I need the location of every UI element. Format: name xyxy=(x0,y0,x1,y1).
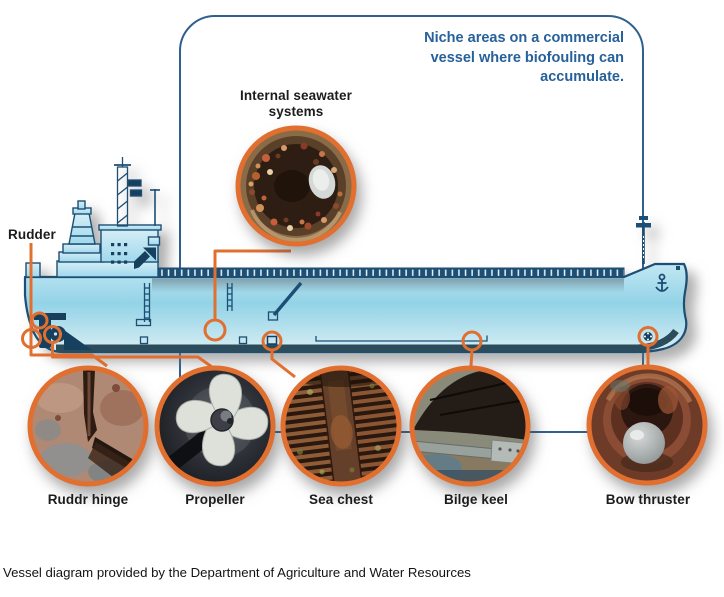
superstructure xyxy=(25,200,162,278)
callout-connectors xyxy=(21,243,659,379)
label-rudder: Rudder xyxy=(8,227,56,242)
title-callout-text: Niche areas on a commercial vessel where… xyxy=(424,30,624,85)
bow-thruster-tunnel-icon xyxy=(643,332,653,341)
sea-chest-grate-icon xyxy=(266,335,278,345)
internal-seawater-marker xyxy=(203,318,227,342)
vessel-illustration xyxy=(23,157,688,354)
rudder-top-marker xyxy=(30,311,49,330)
inset-photo-propeller xyxy=(154,365,276,487)
propeller-marker xyxy=(43,325,62,344)
seawater-connector xyxy=(213,249,291,320)
deck-railing xyxy=(151,267,625,278)
label-bilge-keel: Bilge keel xyxy=(443,492,509,507)
rudder-hinge-marker xyxy=(21,328,42,349)
label-internal-seawater-systems: Internal seawater systems xyxy=(239,88,352,119)
funnel xyxy=(68,212,96,245)
radar-mast xyxy=(114,157,143,227)
bilge-keel-marker xyxy=(461,330,483,352)
rudder-connector xyxy=(29,243,108,368)
label-bow-thruster: Bow thruster xyxy=(605,492,691,507)
sea-chest-marker xyxy=(261,330,283,352)
antenna-pole xyxy=(150,189,160,226)
companionway-arrow-icon xyxy=(134,247,156,269)
bow-mast xyxy=(636,216,651,264)
bridge-windows xyxy=(111,243,128,264)
hull-fittings xyxy=(135,281,488,345)
inset-photo-sea-chest xyxy=(280,365,402,487)
bilge-keel-connector xyxy=(469,349,474,367)
inset-photo-ruddr-hinge xyxy=(27,365,149,487)
inset-photo-internal-seawater xyxy=(235,125,357,247)
propeller-connector xyxy=(51,343,213,369)
inset-photo-bow-thruster xyxy=(586,364,708,486)
sea-chest-connector xyxy=(270,350,296,379)
source-caption: Vessel diagram provided by the Departmen… xyxy=(3,565,471,580)
label-propeller: Propeller xyxy=(185,492,245,507)
anchor-icon xyxy=(655,266,680,292)
inset-photo-bilge-keel xyxy=(409,365,531,487)
label-sea-chest: Sea chest xyxy=(309,492,373,507)
bow-thruster-marker xyxy=(637,326,659,347)
propeller-hub-icon xyxy=(50,326,66,342)
bilge-keel-line xyxy=(315,335,488,342)
label-ruddr-hinge: Ruddr hinge xyxy=(47,492,129,507)
